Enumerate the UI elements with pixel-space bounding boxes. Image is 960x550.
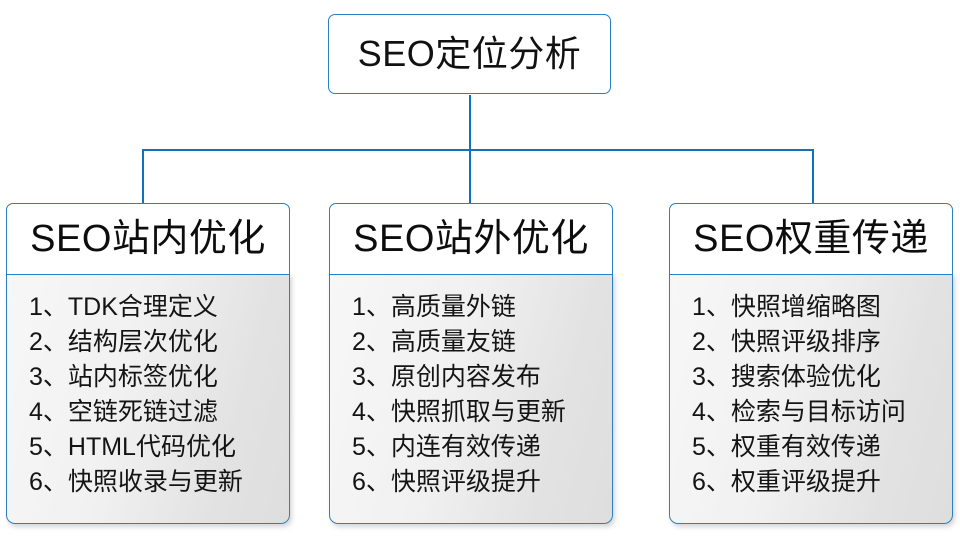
list-item: 5、HTML代码优化	[29, 433, 236, 462]
branch-2-header-label: SEO站外优化	[353, 218, 589, 260]
list-item: 3、原创内容发布	[352, 363, 541, 392]
root-node[interactable]: SEO定位分析	[328, 14, 611, 94]
branch-3-header-label: SEO权重传递	[693, 218, 929, 260]
connector-horizontal-bar	[142, 149, 814, 151]
connector-branch-3-stem	[812, 149, 814, 204]
branch-2-body: 1、高质量外链 2、高质量友链 3、原创内容发布 4、快照抓取与更新 5、内连有…	[329, 273, 613, 525]
list-item: 2、快照评级排序	[692, 328, 881, 357]
branch-2-header[interactable]: SEO站外优化	[329, 203, 613, 275]
branch-1-header-label: SEO站内优化	[30, 218, 266, 260]
branch-2-item-list: 1、高质量外链 2、高质量友链 3、原创内容发布 4、快照抓取与更新 5、内连有…	[330, 290, 612, 500]
connector-branch-2-stem	[469, 149, 471, 204]
connector-branch-1-stem	[142, 149, 144, 204]
branch-column-3: SEO权重传递 1、快照增缩略图 2、快照评级排序 3、搜索体验优化 4、检索与…	[669, 203, 953, 525]
list-item: 2、结构层次优化	[29, 328, 218, 357]
branch-3-body: 1、快照增缩略图 2、快照评级排序 3、搜索体验优化 4、检索与目标访问 5、权…	[669, 273, 953, 525]
list-item: 6、快照收录与更新	[29, 468, 243, 497]
branch-column-2: SEO站外优化 1、高质量外链 2、高质量友链 3、原创内容发布 4、快照抓取与…	[329, 203, 613, 525]
branch-3-item-list: 1、快照增缩略图 2、快照评级排序 3、搜索体验优化 4、检索与目标访问 5、权…	[670, 290, 952, 500]
list-item: 4、检索与目标访问	[692, 398, 906, 427]
list-item: 1、高质量外链	[352, 293, 516, 322]
list-item: 6、权重评级提升	[692, 468, 881, 497]
branch-1-item-list: 1、TDK合理定义 2、结构层次优化 3、站内标签优化 4、空链死链过滤 5、H…	[7, 290, 289, 500]
list-item: 4、快照抓取与更新	[352, 398, 566, 427]
list-item: 6、快照评级提升	[352, 468, 541, 497]
branch-column-1: SEO站内优化 1、TDK合理定义 2、结构层次优化 3、站内标签优化 4、空链…	[6, 203, 290, 525]
branch-3-header[interactable]: SEO权重传递	[669, 203, 953, 275]
list-item: 4、空链死链过滤	[29, 398, 218, 427]
list-item: 3、站内标签优化	[29, 363, 218, 392]
list-item: 5、权重有效传递	[692, 433, 881, 462]
branch-1-header[interactable]: SEO站内优化	[6, 203, 290, 275]
list-item: 5、内连有效传递	[352, 433, 541, 462]
root-node-label: SEO定位分析	[357, 33, 582, 74]
list-item: 1、快照增缩略图	[692, 293, 881, 322]
list-item: 1、TDK合理定义	[29, 293, 218, 322]
list-item: 3、搜索体验优化	[692, 363, 881, 392]
list-item: 2、高质量友链	[352, 328, 516, 357]
branch-1-body: 1、TDK合理定义 2、结构层次优化 3、站内标签优化 4、空链死链过滤 5、H…	[6, 273, 290, 525]
connector-root-stem	[469, 95, 471, 151]
